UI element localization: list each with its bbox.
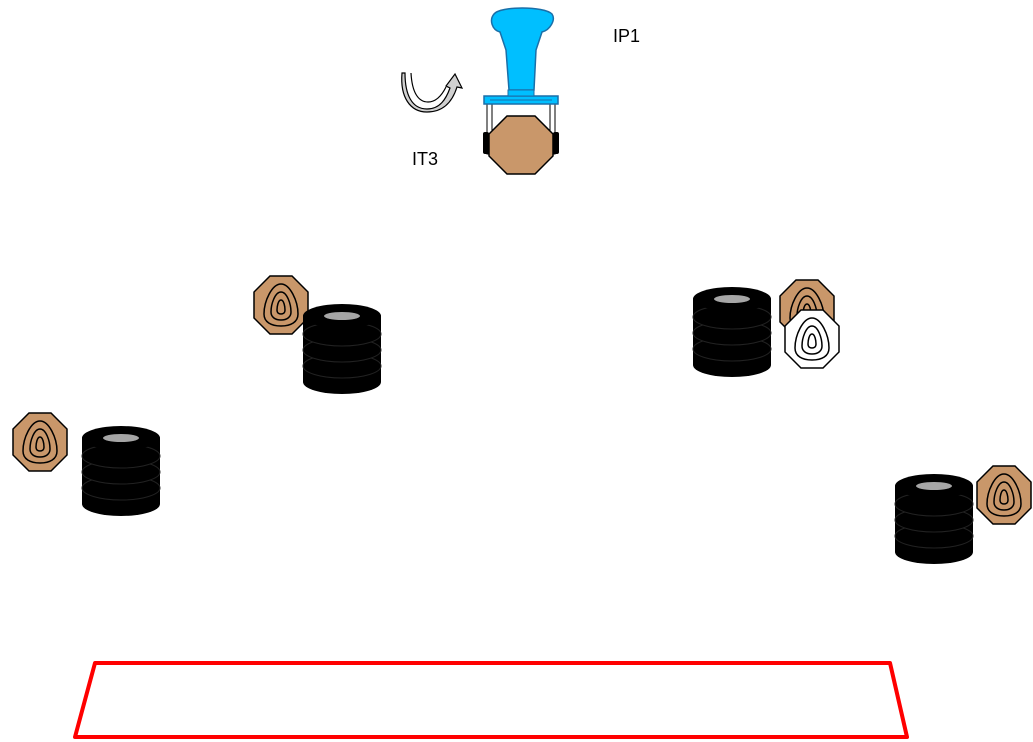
tire-stack-icon (302, 303, 382, 395)
station-4 (894, 465, 1032, 565)
octagon-part-icon (253, 275, 309, 335)
held-object-label: IT3 (412, 149, 438, 169)
tire-stack-icon (81, 425, 161, 517)
tire-stack-icon (692, 286, 772, 378)
rotate-arrow-icon (401, 72, 464, 113)
octagon-part-icon (12, 412, 68, 472)
target-zone (73, 661, 909, 739)
station-3 (692, 279, 840, 378)
octagon-part-icon (976, 465, 1032, 525)
robot-gripper-icon (483, 7, 559, 175)
octagon-part-white-icon (784, 309, 840, 369)
station-1 (253, 275, 382, 395)
tire-stack-icon (894, 473, 974, 565)
held-part (483, 115, 559, 175)
station-2 (12, 412, 161, 517)
gripper-label: IP1 (613, 26, 640, 46)
